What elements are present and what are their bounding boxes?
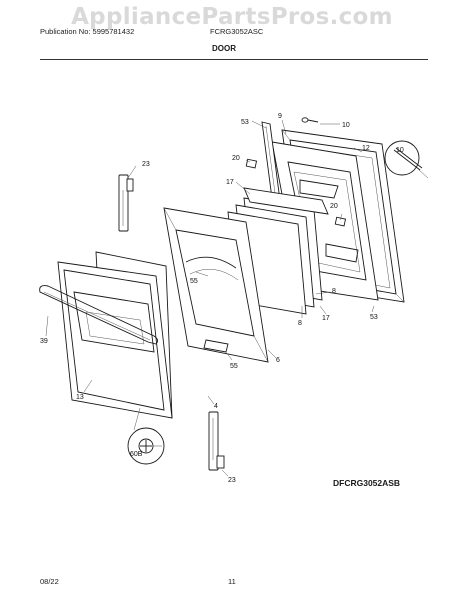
part-clip-lower — [334, 216, 347, 227]
callout-53-upper: 53 — [241, 119, 249, 126]
part-hinge-upper — [118, 174, 134, 232]
callout-labels: 53 9 10 12 10 20 23 17 20 55 8 8 17 53 3… — [40, 113, 404, 484]
callout-10-screw: 10 — [342, 122, 350, 129]
callout-9: 9 — [278, 113, 282, 120]
callout-12: 12 — [362, 145, 370, 152]
callout-20-lower: 20 — [330, 203, 338, 210]
part-screw-60b-detail — [127, 427, 165, 465]
page-number: 11 — [228, 577, 236, 586]
callout-39: 39 — [40, 338, 48, 345]
publication-date: 08/22 — [40, 577, 59, 586]
screw-detail-callout — [384, 140, 429, 179]
publication-number: Publication No: 5995781432 — [40, 27, 135, 36]
callout-23-lower: 23 — [228, 477, 236, 484]
part-outer-door-panel — [57, 251, 173, 419]
callout-13: 13 — [76, 394, 84, 401]
page-title: DOOR — [212, 44, 236, 53]
leader-lines — [45, 119, 375, 477]
part-door-liner — [163, 207, 269, 363]
callout-17-lower: 17 — [322, 315, 330, 322]
callout-17-upper: 17 — [226, 179, 234, 186]
part-clip-upper — [245, 158, 258, 169]
part-door-handle — [39, 285, 159, 345]
header-divider — [40, 59, 428, 60]
callout-4: 4 — [214, 403, 218, 410]
watermark: AppliancePartsPros.com — [71, 4, 393, 30]
callout-20-upper: 20 — [232, 155, 240, 162]
callout-60b: 60B — [130, 451, 143, 458]
part-hinge-lower — [208, 411, 225, 471]
callout-10-detail: 10 — [396, 147, 404, 154]
callout-23-upper: 23 — [142, 161, 150, 168]
callout-8-right: 8 — [332, 288, 336, 295]
diagram-code: DFCRG3052ASB — [333, 478, 401, 488]
part-screw — [301, 117, 319, 123]
callout-6: 6 — [276, 357, 280, 364]
callout-55-lower: 55 — [230, 363, 238, 370]
callout-8-lower: 8 — [298, 320, 302, 327]
callout-55-upper: 55 — [190, 278, 198, 285]
model-number: FCRG3052ASC — [210, 27, 264, 36]
callout-53-lower: 53 — [370, 314, 378, 321]
